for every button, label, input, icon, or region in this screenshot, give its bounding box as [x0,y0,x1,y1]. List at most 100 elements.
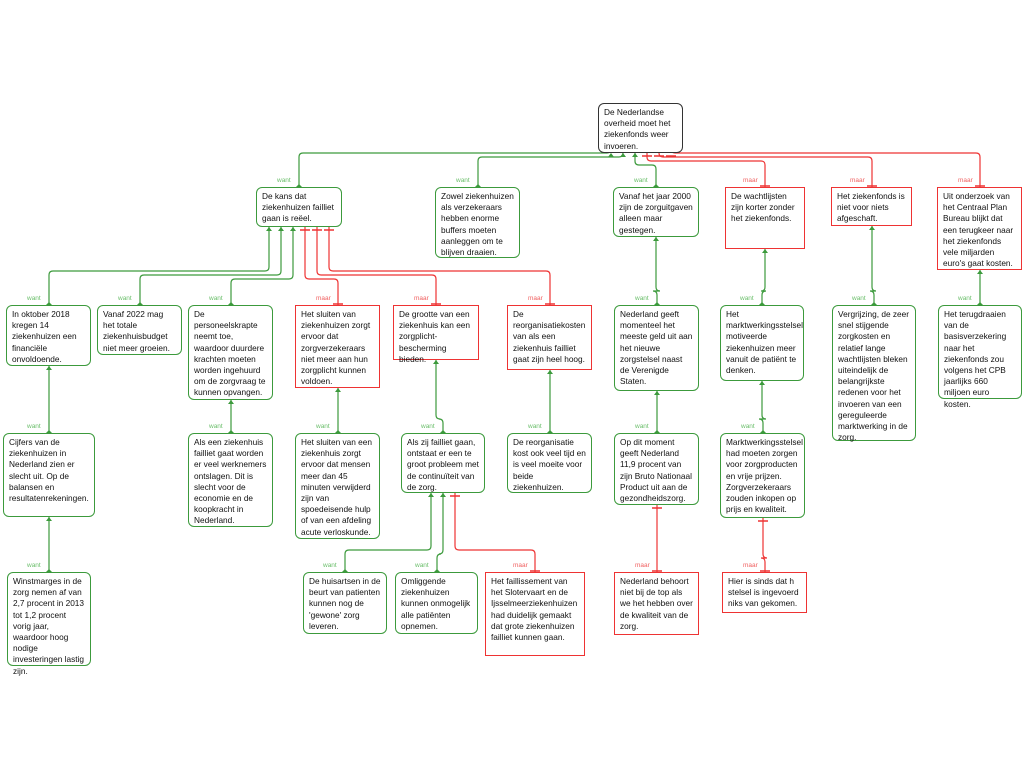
counter-argument-node[interactable]: Het faillissement van het Slotervaart en… [485,572,585,656]
arrowhead-icon [440,493,446,497]
maar-label: maar [958,177,973,184]
arrowhead-icon [654,391,660,395]
support-link-line [477,152,624,187]
support-link-line [436,493,444,572]
argument-node[interactable]: In oktober 2018 kregen 14 ziekenhuizen e… [6,305,91,366]
arrowhead-icon [428,493,434,497]
arrowhead-icon [654,302,660,305]
arrowhead-icon [278,227,284,231]
counter-argument-node[interactable]: De reorganisatiekosten van als een zieke… [507,305,592,370]
main-claim[interactable]: De Nederlandse overheid moet het ziekenf… [598,103,683,153]
arrowhead-icon [46,569,52,572]
arrowhead-icon [342,569,348,572]
want-label: want [209,423,223,430]
argument-node[interactable]: Omliggende ziekenhuizen kunnen onmogelij… [395,572,478,634]
arrowhead-icon [475,184,481,187]
counter-link-line [304,227,339,305]
maar-label: maar [513,562,528,569]
argument-node[interactable]: De huisartsen in de beurt van patienten … [303,572,387,634]
arrowhead-icon [620,153,626,157]
arrowhead-icon [434,569,440,572]
arrowhead-icon [759,302,765,305]
want-label: want [118,295,132,302]
want-label: want [740,295,754,302]
arrowhead-icon [440,430,446,433]
want-label: want [635,295,649,302]
arrowhead-icon [977,302,983,305]
support-link-line [298,148,612,187]
support-link-line [869,226,877,305]
argument-node[interactable]: De reorganisatie kost ook veel tijd en i… [507,433,592,493]
want-label: want [27,295,41,302]
arrowhead-icon [335,388,341,392]
argument-node[interactable]: Op dit moment geeft Nederland 11,9 proce… [614,433,699,505]
arrowhead-icon [137,302,143,305]
arrowhead-icon [547,370,553,374]
counter-argument-node[interactable]: Uit onderzoek van het Centraal Plan Bure… [937,187,1022,270]
argument-node[interactable]: Zowel ziekenhuizen als verzekeraars hebb… [435,187,520,258]
want-label: want [958,295,972,302]
want-label: want [323,562,337,569]
counter-argument-node[interactable]: Hier is sinds dat h stelsel is ingevoerd… [722,572,807,613]
support-link-line [634,153,657,187]
want-label: want [27,562,41,569]
counter-argument-node[interactable]: Nederland behoort niet bij de top als we… [614,572,699,635]
want-label: want [316,423,330,430]
support-link-line [652,237,661,305]
arrowhead-icon [977,270,983,274]
argument-node[interactable]: Nederland geeft momenteel het meeste gel… [614,305,699,391]
arrowhead-icon [296,184,302,187]
argument-node[interactable]: Vanaf 2022 mag het totale ziekenhuisbudg… [97,305,182,355]
want-label: want [277,177,291,184]
maar-label: maar [528,295,543,302]
argument-node[interactable]: Het sluiten van een ziekenhuis zorgt erv… [295,433,380,539]
want-label: want [528,423,542,430]
arrowhead-icon [228,302,234,305]
argument-node[interactable]: Vanaf het jaar 2000 zijn de zorguitgaven… [613,187,699,237]
counter-argument-node[interactable]: De wachtlijsten zijn korter zonder het z… [725,187,805,249]
want-label: want [741,423,755,430]
arrowhead-icon [760,430,766,433]
support-link-line [758,381,767,433]
arrowhead-icon [608,153,614,157]
counter-argument-node[interactable]: Het sluiten van ziekenhuizen zorgt ervoo… [295,305,380,388]
argument-node[interactable]: Het marktwerkingsstelsel motiveerde ziek… [720,305,804,381]
support-link-line [230,227,294,305]
counter-argument-node[interactable]: De grootte van een ziekenhuis kan een zo… [393,305,479,364]
argument-node[interactable]: Marktwerkingsstelsel had moeten zorgen v… [720,433,805,518]
arrowhead-icon [46,430,52,433]
arrowhead-icon [46,366,52,370]
want-label: want [209,295,223,302]
arrowhead-icon [228,400,234,404]
arrowhead-icon [547,430,553,433]
argument-node[interactable]: De personeelskrapte neemt toe, waardoor … [188,305,273,400]
counter-link-line [316,227,437,305]
counter-link-line [646,153,766,187]
arrowhead-icon [228,430,234,433]
want-label: want [456,177,470,184]
arrowhead-icon [46,302,52,305]
maar-label: maar [414,295,429,302]
arrowhead-icon [653,184,659,187]
argument-node[interactable]: Als een ziekenhuis failliet gaat worden … [188,433,273,527]
arrowhead-icon [266,227,272,231]
maar-label: maar [743,562,758,569]
argument-node[interactable]: Het terugdraaien van de basisverzekering… [938,305,1022,409]
counter-link-line [328,227,551,305]
arrowhead-icon [335,430,341,433]
argument-node[interactable]: De kans dat ziekenhuizen failliet gaan i… [256,187,342,227]
argument-node[interactable]: Als zij failliet gaan, ontstaat er een t… [401,433,485,493]
want-label: want [852,295,866,302]
support-link-line [139,227,282,305]
counter-link-line [670,148,981,187]
want-label: want [634,177,648,184]
counter-link-line [658,152,873,187]
maar-label: maar [850,177,865,184]
argument-node[interactable]: Winstmarges in de zorg nemen af van 2,7 … [7,572,91,676]
support-link-line [344,493,432,572]
argument-node[interactable]: Vergrijzing, de zeer snel stijgende zorg… [832,305,916,442]
counter-argument-node[interactable]: Het ziekenfonds is niet voor niets afges… [831,187,912,226]
arrowhead-icon [871,302,877,305]
argument-node[interactable]: Cijfers van de ziekenhuizen in Nederland… [3,433,95,517]
